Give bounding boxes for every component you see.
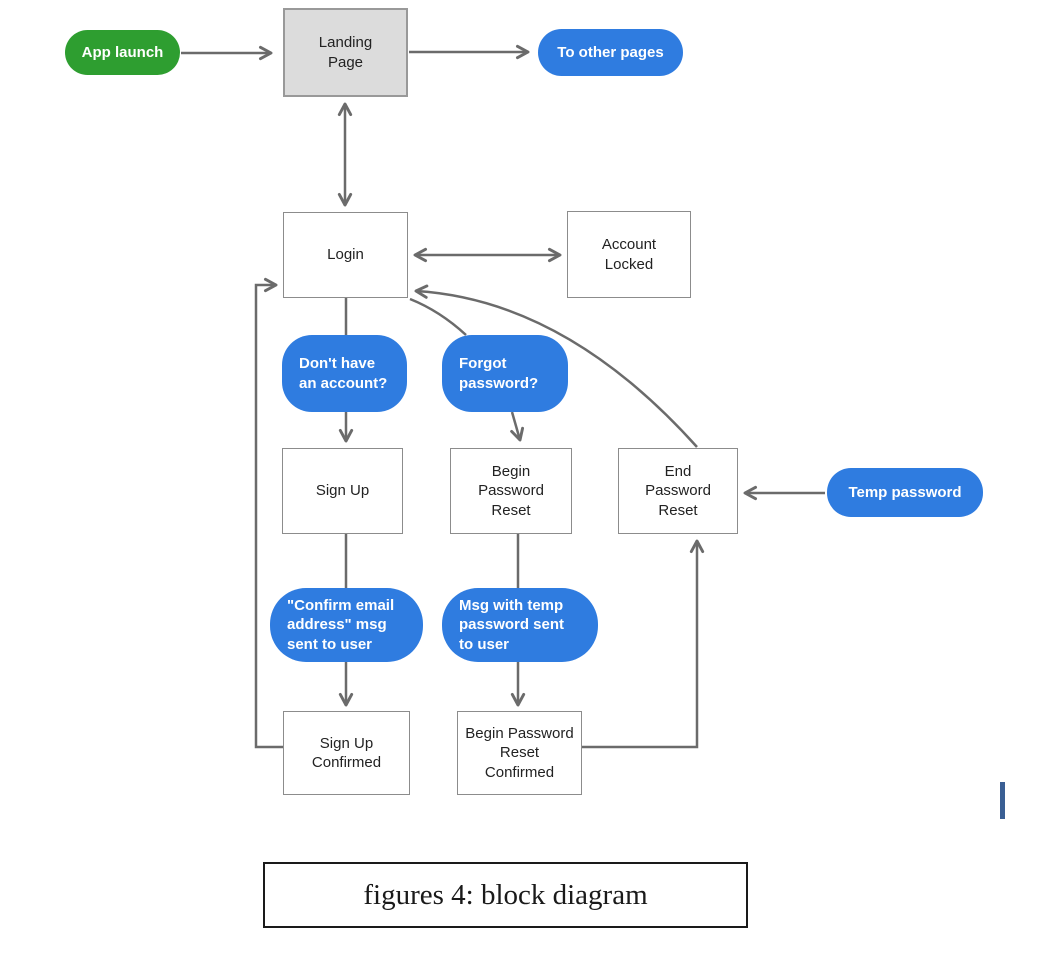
- figure-caption-box: figures 4: block diagram: [263, 862, 748, 928]
- arrow-forgot-password-to-begin-reset: [510, 411, 525, 442]
- node-dont-have-account: Don't have an account?: [282, 335, 407, 412]
- text-cursor[interactable]: [1000, 782, 1005, 819]
- node-confirm-email-msg: "Confirm email address" msg sent to user: [270, 588, 423, 662]
- node-msg-temp-password: Msg with temp password sent to user: [442, 588, 598, 662]
- node-landing-page: Landing Page: [283, 8, 408, 97]
- node-sign-up: Sign Up: [282, 448, 403, 534]
- node-app-launch: App launch: [65, 30, 180, 75]
- node-begin-password-reset: Begin Password Reset: [450, 448, 572, 534]
- node-sign-up-confirmed: Sign Up Confirmed: [283, 711, 410, 795]
- curve-login-to-forgot-password: [409, 297, 467, 336]
- node-login: Login: [283, 212, 408, 298]
- loop-sign-up-confirmed-to-login: [254, 277, 284, 749]
- node-to-other-pages: To other pages: [538, 29, 683, 76]
- node-temp-password: Temp password: [827, 468, 983, 517]
- node-end-password-reset: End Password Reset: [618, 448, 738, 534]
- node-begin-password-reset-confirmed: Begin Password Reset Confirmed: [457, 711, 582, 795]
- figure-caption-text: figures 4: block diagram: [363, 878, 648, 911]
- node-account-locked: Account Locked: [567, 211, 691, 298]
- node-forgot-password: Forgot password?: [442, 335, 568, 412]
- loop-begin-reset-confirmed-to-end-reset: [582, 539, 705, 749]
